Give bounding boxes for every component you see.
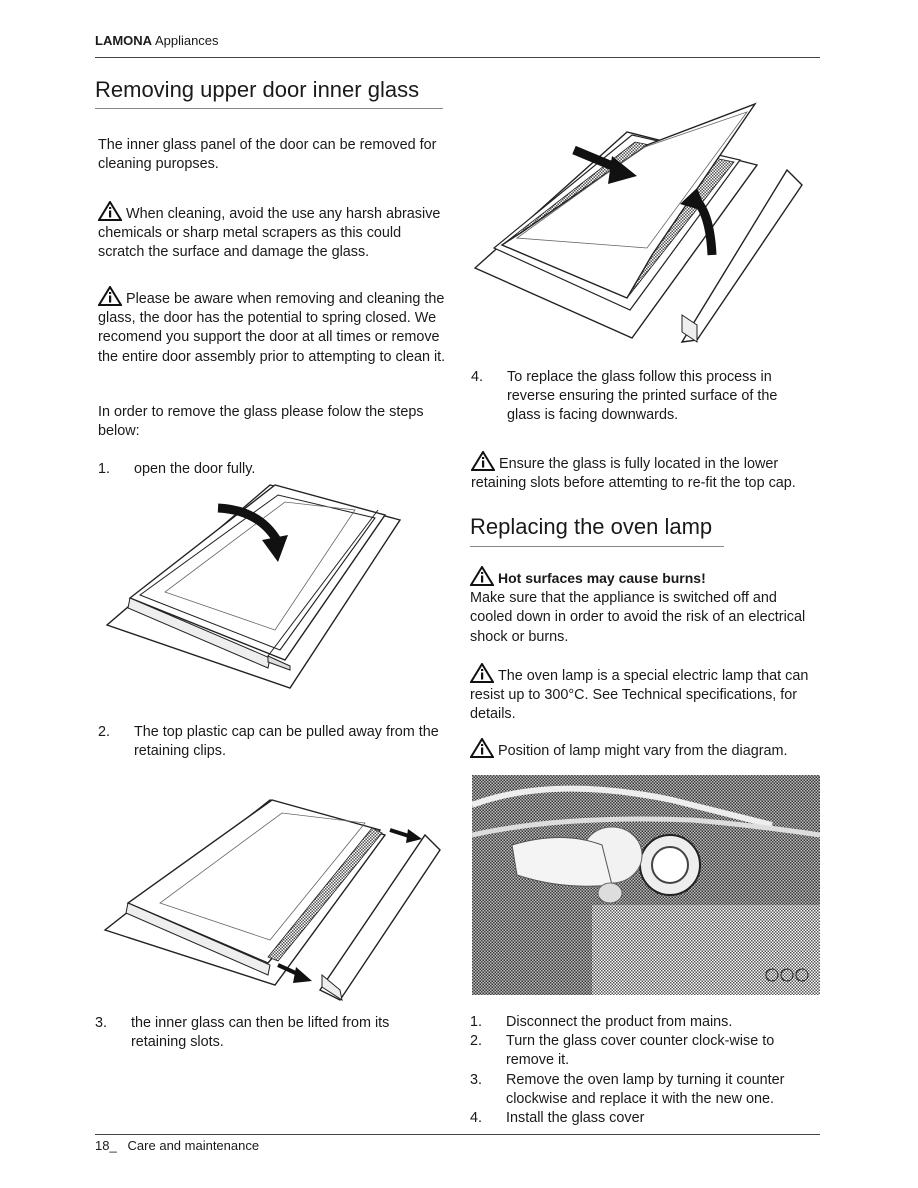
warning-icon — [470, 738, 494, 758]
warning-spring: Please be aware when removing and cleani… — [98, 286, 446, 367]
lamp-step-number: 4. — [470, 1110, 483, 1126]
header-rule — [95, 57, 820, 58]
warning-spring-text: Please be aware when removing and cleani… — [98, 291, 446, 365]
lamp-info-text: The oven lamp is a special electric lamp… — [470, 668, 809, 723]
warning-cleaning-text: When cleaning, avoid the use any harsh a… — [98, 206, 441, 261]
brand-suffix: Appliances — [152, 33, 219, 48]
warning-relocate-text: Ensure the glass is fully located in the… — [471, 456, 796, 492]
lamp-step-number: 3. — [470, 1072, 483, 1088]
step4-number: 4. — [471, 369, 484, 385]
lamp-step-number: 2. — [470, 1033, 483, 1049]
position-warning: Position of lamp might vary from the dia… — [470, 738, 820, 761]
oven-lamp-photo — [472, 775, 820, 995]
lamp-step-number: 1. — [470, 1014, 483, 1030]
lamp-title-underline — [470, 546, 724, 547]
step3-number: 3. — [95, 1015, 108, 1031]
section-title-lamp: Replacing the oven lamp — [470, 514, 713, 539]
warning-icon — [98, 201, 122, 221]
step2-text: The top plastic cap can be pulled away f… — [134, 724, 439, 760]
warning-icon — [470, 663, 494, 683]
footer: 18_ Care and maintenance — [95, 1138, 259, 1153]
warning-icon — [471, 451, 495, 471]
title-underline — [95, 108, 443, 109]
footer-section: Care and maintenance — [127, 1138, 260, 1153]
hot-warning: Hot surfaces may cause burns! Make sure t… — [470, 566, 820, 647]
page-number: 18_ — [95, 1138, 117, 1153]
warning-icon — [98, 286, 122, 306]
hot-warning-title: Hot surfaces may cause burns! — [498, 570, 706, 586]
brand-name: LAMONA — [95, 33, 153, 48]
section-title-glass: Removing upper door inner glass — [95, 77, 420, 102]
warning-icon — [470, 566, 494, 586]
lamp-step-text: Turn the glass cover counter clock-wise … — [506, 1033, 775, 1069]
steps-intro: In order to remove the glass please folo… — [98, 404, 424, 440]
lamp-step-text: Disconnect the product from mains. — [506, 1014, 733, 1030]
lamp-info-warning: The oven lamp is a special electric lamp… — [470, 663, 815, 725]
intro-text: The inner glass panel of the door can be… — [98, 137, 437, 173]
lamp-step-text: Install the glass cover — [506, 1110, 645, 1126]
footer-rule — [95, 1134, 820, 1135]
position-warning-text: Position of lamp might vary from the dia… — [498, 743, 788, 759]
lift-glass-diagram — [473, 102, 803, 343]
step1-text: open the door fully. — [134, 461, 256, 477]
warning-cleaning: When cleaning, avoid the use any harsh a… — [98, 201, 446, 263]
step1-number: 1. — [98, 461, 111, 477]
header-brand: LAMONA Appliances — [95, 33, 219, 48]
door-open-diagram — [105, 484, 402, 689]
step3-text: the inner glass can then be lifted from … — [131, 1015, 390, 1051]
step4-text: To replace the glass follow this process… — [507, 369, 778, 424]
lamp-step-text: Remove the oven lamp by turning it count… — [506, 1072, 785, 1108]
step2-number: 2. — [98, 724, 111, 740]
remove-cap-diagram — [103, 799, 441, 1002]
hot-warning-text: Make sure that the appliance is switched… — [470, 590, 806, 645]
warning-relocate: Ensure the glass is fully located in the… — [471, 451, 821, 493]
